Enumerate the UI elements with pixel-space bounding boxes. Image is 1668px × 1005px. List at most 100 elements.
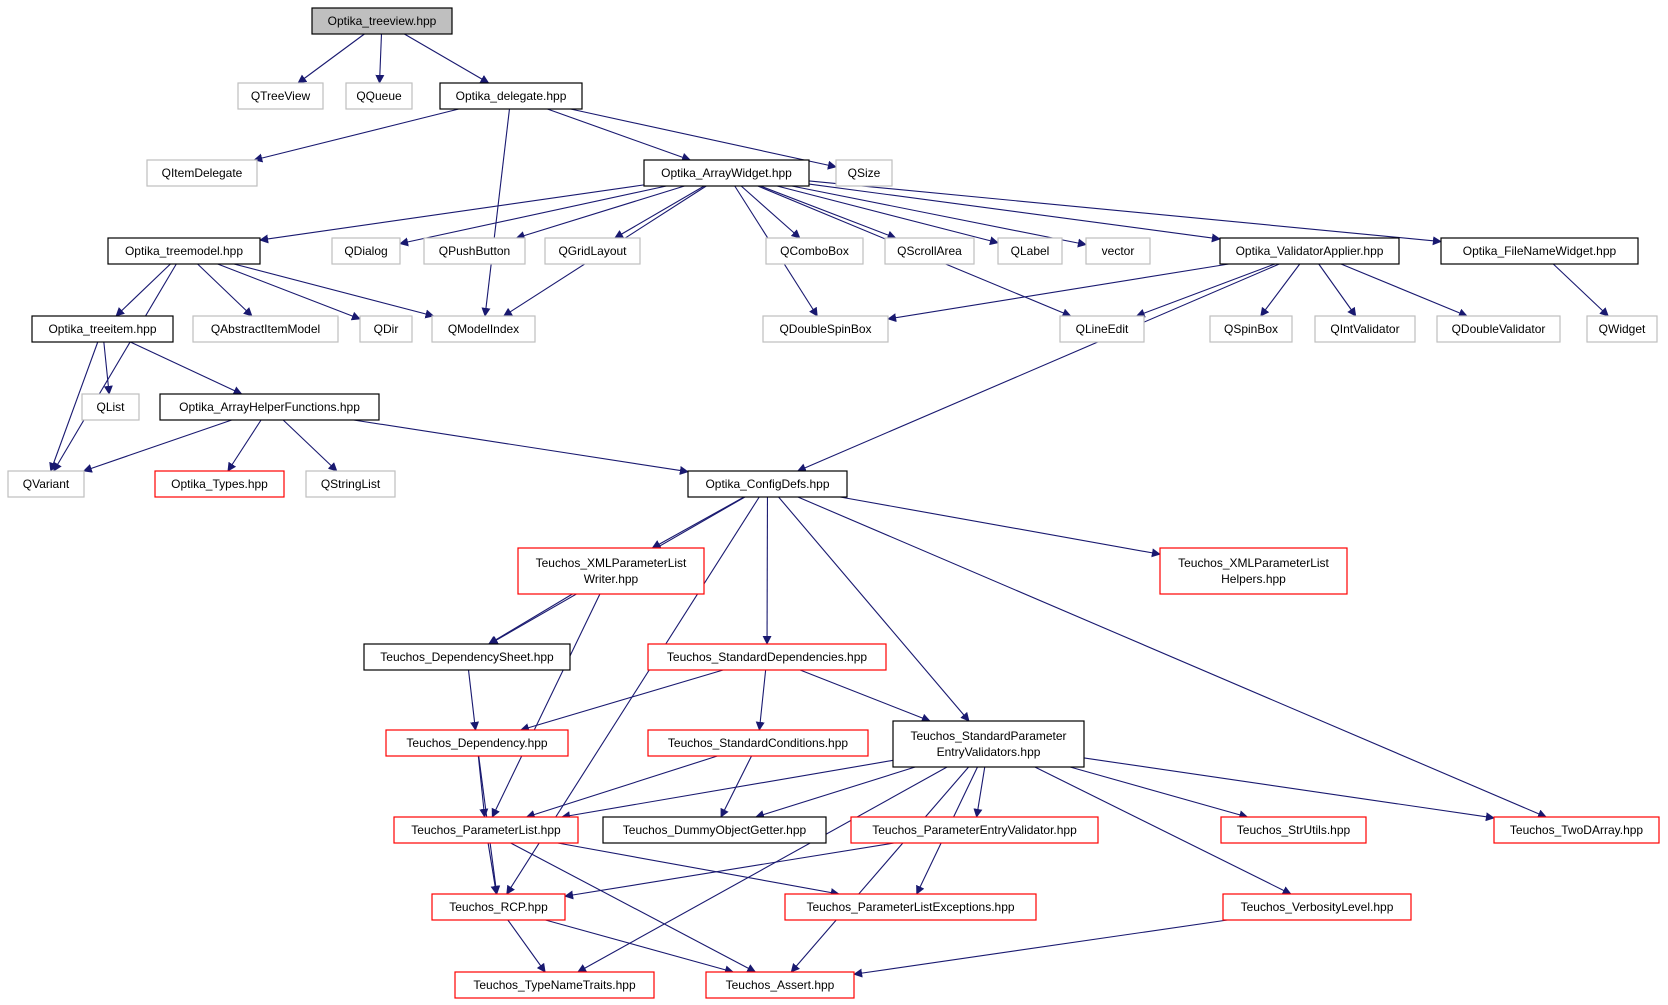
- node-label: QSpinBox: [1224, 322, 1278, 336]
- node-label: Optika_ArrayWidget.hpp: [661, 166, 792, 180]
- node-label: Teuchos_TwoDArray.hpp: [1510, 823, 1644, 837]
- node-qitemdelegate: QItemDelegate: [146, 159, 258, 187]
- edge-validatorapplier-to-qdoublespinbox: [887, 263, 1229, 323]
- node-box: [762, 315, 889, 343]
- node-strutils[interactable]: Teuchos_StrUtils.hpp: [1220, 816, 1367, 844]
- node-delegate[interactable]: Optika_delegate.hpp: [439, 82, 583, 110]
- node-label: Optika_ConfigDefs.hpp: [705, 477, 829, 491]
- edge-root-to-qqueue: [375, 33, 385, 84]
- node-paramlist[interactable]: Teuchos_ParameterList.hpp: [393, 816, 579, 844]
- node-stdvalidators[interactable]: Teuchos_StandardParameterEntryValidators…: [892, 720, 1085, 768]
- edge-xmlwriter-to-paramlist: [491, 593, 601, 818]
- edge-arraywidget-to-qcombobox: [740, 185, 801, 239]
- node-rcp[interactable]: Teuchos_RCP.hpp: [431, 893, 566, 921]
- node-box: [647, 729, 869, 757]
- node-label: QIntValidator: [1330, 322, 1399, 336]
- edge-configdefs-to-stdvalidators: [778, 496, 970, 722]
- node-qabstractitemmodel: QAbstractItemModel: [192, 315, 339, 343]
- node-label: QList: [96, 400, 125, 414]
- edge-treeitem-to-qvariant: [49, 341, 99, 472]
- node-label: Optika_FileNameWidget.hpp: [1463, 244, 1617, 258]
- node-box: [7, 470, 85, 498]
- edge-paramlist-to-assert: [510, 842, 757, 973]
- node-qspinbox: QSpinBox: [1209, 315, 1293, 343]
- node-label: QItemDelegate: [162, 166, 243, 180]
- node-label: Teuchos_XMLParameterList: [1178, 556, 1329, 570]
- node-twodarray[interactable]: Teuchos_TwoDArray.hpp: [1493, 816, 1660, 844]
- node-label: Teuchos_ParameterListExceptions.hpp: [806, 900, 1014, 914]
- node-label: QAbstractItemModel: [211, 322, 320, 336]
- node-stddeps[interactable]: Teuchos_StandardDependencies.hpp: [647, 643, 887, 671]
- edge-arraywidget-to-qlabel: [776, 185, 999, 246]
- node-arrayhelper[interactable]: Optika_ArrayHelperFunctions.hpp: [159, 393, 380, 421]
- node-dependency[interactable]: Teuchos_Dependency.hpp: [385, 729, 569, 757]
- edge-stdvalidators-to-assert: [790, 766, 970, 973]
- edge-delegate-to-qsize: [570, 108, 837, 170]
- node-box: [850, 816, 1099, 844]
- node-configdefs[interactable]: Optika_ConfigDefs.hpp: [687, 470, 848, 498]
- edge-stddeps-to-dependency: [519, 669, 724, 733]
- node-box: [1440, 237, 1639, 265]
- edge-arraywidget-to-validatorapplier: [808, 183, 1221, 243]
- node-qsize: QSize: [835, 159, 893, 187]
- node-box: [1314, 315, 1416, 343]
- node-box: [705, 971, 855, 999]
- node-label: QDir: [374, 322, 399, 336]
- node-label: QScrollArea: [897, 244, 962, 258]
- edge-configdefs-to-xmlhelpers: [840, 496, 1161, 558]
- node-box: [237, 82, 324, 110]
- node-label: Teuchos_StrUtils.hpp: [1237, 823, 1351, 837]
- node-validatorapplier[interactable]: Optika_ValidatorApplier.hpp: [1219, 237, 1400, 265]
- edge-stdconditions-to-dummygetter: [720, 755, 752, 818]
- node-root[interactable]: Optika_treeview.hpp: [311, 7, 453, 35]
- node-dummygetter[interactable]: Teuchos_DummyObjectGetter.hpp: [602, 816, 827, 844]
- node-box: [331, 237, 401, 265]
- node-label: QWidget: [1599, 322, 1646, 336]
- node-qtreeview: QTreeView: [237, 82, 324, 110]
- node-verbosity[interactable]: Teuchos_VerbosityLevel.hpp: [1222, 893, 1412, 921]
- node-box: [431, 315, 536, 343]
- edge-validatorapplier-to-qlineedit: [1135, 263, 1276, 318]
- edge-layer: [49, 33, 1609, 978]
- node-filenamewidget[interactable]: Optika_FileNameWidget.hpp: [1440, 237, 1639, 265]
- edge-arraywidget-to-treemodel: [259, 184, 645, 244]
- node-stdconditions[interactable]: Teuchos_StandardConditions.hpp: [647, 729, 869, 757]
- edge-treemodel-to-qabstractitemmodel: [197, 263, 253, 317]
- node-label: Teuchos_DependencySheet.hpp: [380, 650, 554, 664]
- edge-pev-to-rcp: [564, 842, 895, 900]
- edge-rcp-to-assert: [545, 919, 734, 975]
- node-types[interactable]: Optika_Types.hpp: [154, 470, 285, 498]
- node-box: [146, 159, 258, 187]
- edge-filenamewidget-to-qwidget: [1552, 263, 1609, 317]
- edge-stdvalidators-to-paramlist: [561, 759, 894, 821]
- node-label: QComboBox: [780, 244, 849, 258]
- node-arraywidget[interactable]: Optika_ArrayWidget.hpp: [643, 159, 810, 187]
- node-label: Teuchos_Assert.hpp: [726, 978, 835, 992]
- node-box: [439, 82, 583, 110]
- node-depsheet[interactable]: Teuchos_DependencySheet.hpp: [363, 643, 571, 671]
- node-vector: vector: [1085, 237, 1151, 265]
- node-qqueue: QQueue: [345, 82, 413, 110]
- node-box: [359, 315, 413, 343]
- edge-depsheet-to-dependency: [467, 669, 480, 731]
- node-treemodel[interactable]: Optika_treemodel.hpp: [107, 237, 261, 265]
- node-label: QVariant: [23, 477, 70, 491]
- node-qstringlist: QStringList: [305, 470, 396, 498]
- node-box: [305, 470, 396, 498]
- node-box: [784, 893, 1037, 921]
- node-assert[interactable]: Teuchos_Assert.hpp: [705, 971, 855, 999]
- node-box: [393, 816, 579, 844]
- node-label: Teuchos_StandardConditions.hpp: [668, 736, 848, 750]
- edge-validatorapplier-to-qspinbox: [1260, 263, 1301, 317]
- node-pev[interactable]: Teuchos_ParameterEntryValidator.hpp: [850, 816, 1099, 844]
- node-plexceptions[interactable]: Teuchos_ParameterListExceptions.hpp: [784, 893, 1037, 921]
- edge-stddeps-to-stdconditions: [755, 669, 767, 731]
- node-qwidget: QWidget: [1586, 315, 1658, 343]
- node-typenametraits[interactable]: Teuchos_TypeNameTraits.hpp: [454, 971, 655, 999]
- node-label: Teuchos_DummyObjectGetter.hpp: [623, 823, 807, 837]
- node-treeitem[interactable]: Optika_treeitem.hpp: [31, 315, 174, 343]
- node-box: [892, 720, 1085, 768]
